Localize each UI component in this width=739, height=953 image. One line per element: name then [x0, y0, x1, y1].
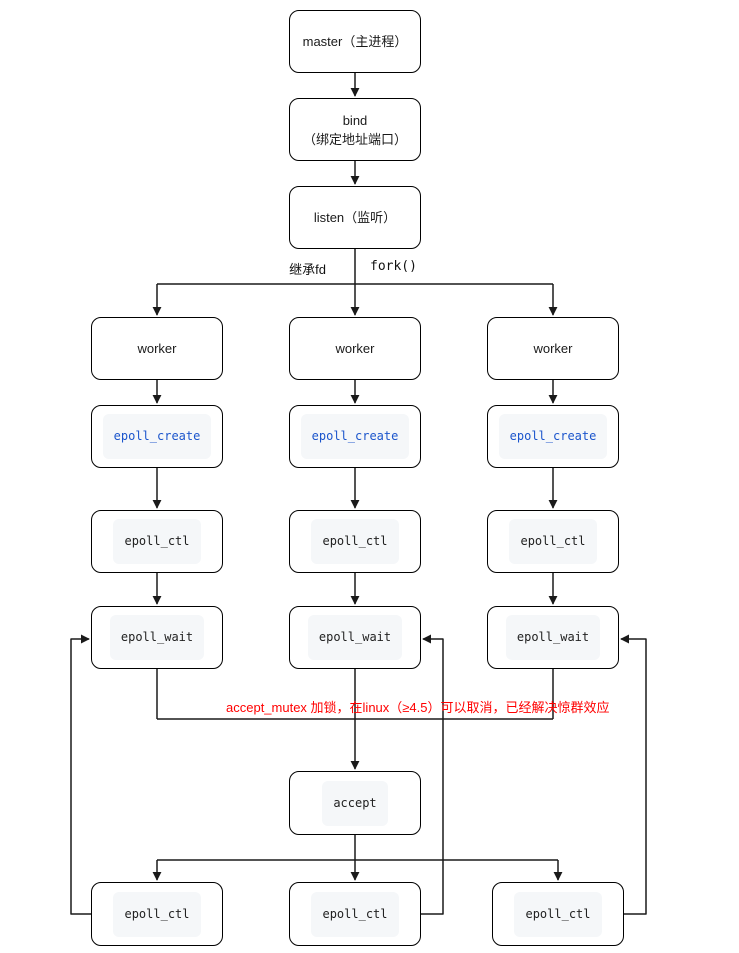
edge-loop-left [70, 634, 91, 915]
code-chip-accept: accept [322, 780, 388, 826]
node-listen-label: listen（监听） [313, 210, 397, 225]
node-epoll-wait-2: epoll_wait [289, 606, 421, 669]
node-epoll-create-3: epoll_create [487, 405, 619, 468]
node-worker-2: worker [289, 317, 421, 380]
code-chip-epoll-ctl-bottom-1: epoll_ctl [113, 891, 201, 937]
node-bind-label-line1: bind [342, 112, 368, 128]
annotation-accept-mutex: accept_mutex 加锁，在linux（≥4.5）可以取消，已经解决惊群效… [226, 700, 610, 715]
code-chip-epoll-create-2: epoll_create [300, 414, 410, 459]
node-master-label: master（主进程） [302, 34, 408, 49]
code-chip-epoll-wait-2: epoll_wait [307, 615, 403, 660]
code-chip-epoll-ctl-bottom-3: epoll_ctl [514, 891, 602, 937]
node-epoll-ctl-top-2: epoll_ctl [289, 510, 421, 573]
node-epoll-ctl-top-3: epoll_ctl [487, 510, 619, 573]
node-accept: accept [289, 771, 421, 835]
node-master: master（主进程） [289, 10, 421, 73]
node-epoll-wait-1: epoll_wait [91, 606, 223, 669]
code-chip-epoll-create-3: epoll_create [498, 414, 608, 459]
label-fork: fork() [370, 259, 417, 274]
code-chip-epoll-ctl-bottom-2: epoll_ctl [311, 891, 399, 937]
node-worker-1: worker [91, 317, 223, 380]
node-worker-2-label: worker [335, 341, 375, 356]
edge-loop-right [620, 634, 647, 915]
code-chip-epoll-ctl-top-3: epoll_ctl [509, 519, 597, 564]
code-chip-epoll-ctl-top-2: epoll_ctl [311, 519, 399, 564]
node-listen: listen（监听） [289, 186, 421, 249]
node-bind: bind （绑定地址端口） [289, 98, 421, 161]
label-inherit-fd: 继承fd [280, 259, 326, 278]
node-worker-3-label: worker [533, 341, 573, 356]
edge-loop-mid [421, 634, 444, 915]
node-epoll-wait-3: epoll_wait [487, 606, 619, 669]
node-bind-label-line2: （绑定地址端口） [302, 131, 407, 147]
code-chip-epoll-create-1: epoll_create [102, 414, 212, 459]
node-epoll-ctl-bottom-1: epoll_ctl [91, 882, 223, 946]
node-epoll-ctl-bottom-3: epoll_ctl [492, 882, 624, 946]
node-worker-1-label: worker [137, 341, 177, 356]
node-epoll-ctl-top-1: epoll_ctl [91, 510, 223, 573]
node-epoll-create-1: epoll_create [91, 405, 223, 468]
node-epoll-create-2: epoll_create [289, 405, 421, 468]
node-worker-3: worker [487, 317, 619, 380]
code-chip-epoll-ctl-top-1: epoll_ctl [113, 519, 201, 564]
code-chip-epoll-wait-3: epoll_wait [505, 615, 601, 660]
code-chip-epoll-wait-1: epoll_wait [109, 615, 205, 660]
node-epoll-ctl-bottom-2: epoll_ctl [289, 882, 421, 946]
